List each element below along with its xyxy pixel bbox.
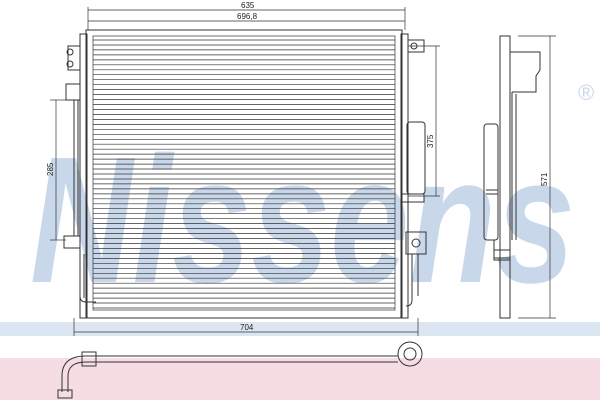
bottom-pipe-fitting bbox=[81, 351, 97, 367]
side-top-bracket bbox=[510, 51, 541, 93]
top-left-bolt bbox=[66, 48, 74, 56]
bottom-pipe-ring-inner bbox=[403, 347, 417, 361]
dimension-lines bbox=[50, 7, 556, 336]
upper-left-bracket bbox=[65, 83, 81, 101]
pink-band bbox=[0, 358, 600, 400]
blue-band bbox=[0, 322, 600, 336]
bottom-left-pipe bbox=[79, 250, 96, 303]
side-bottom-pipe bbox=[493, 240, 511, 300]
top-left-bracket bbox=[67, 45, 81, 71]
condenser-side-view bbox=[483, 35, 541, 319]
left-fittings bbox=[63, 45, 96, 303]
lower-right-block bbox=[405, 231, 427, 255]
bottom-pipe-view bbox=[57, 341, 423, 399]
lower-left-bracket bbox=[63, 235, 81, 249]
left-tank bbox=[79, 33, 88, 319]
top-left-bolt-2 bbox=[66, 60, 74, 68]
right-pipe bbox=[405, 254, 419, 307]
side-receiver bbox=[483, 123, 499, 241]
dim-left-height: 285 bbox=[46, 162, 55, 176]
dim-top-outer: 635 bbox=[241, 1, 255, 10]
bottom-left-end bbox=[57, 389, 73, 399]
registered-mark: ® bbox=[578, 80, 594, 105]
core-frame bbox=[85, 29, 403, 319]
core-tubes bbox=[93, 39, 395, 309]
lower-right-bolt bbox=[411, 238, 421, 248]
top-right-bracket bbox=[407, 39, 425, 53]
core-inner-frame bbox=[92, 35, 396, 311]
dimension-labels: 635 696,8 375 285 704 571 bbox=[46, 1, 549, 332]
right-fittings bbox=[401, 39, 427, 307]
dim-right-height: 375 bbox=[426, 134, 435, 148]
right-tank bbox=[400, 33, 409, 319]
side-core bbox=[499, 35, 511, 319]
bottom-pipe-ring bbox=[397, 341, 423, 367]
left-pipe bbox=[73, 100, 79, 236]
side-bottom-block bbox=[493, 249, 511, 261]
dim-top-inner: 696,8 bbox=[237, 12, 258, 21]
side-pipe bbox=[511, 92, 517, 240]
condenser-front-view bbox=[79, 29, 409, 319]
dim-bottom-width: 704 bbox=[240, 323, 254, 332]
watermark-text: Nissens bbox=[30, 120, 575, 321]
dim-side-height: 571 bbox=[540, 172, 549, 186]
dryer-connector bbox=[401, 193, 425, 203]
